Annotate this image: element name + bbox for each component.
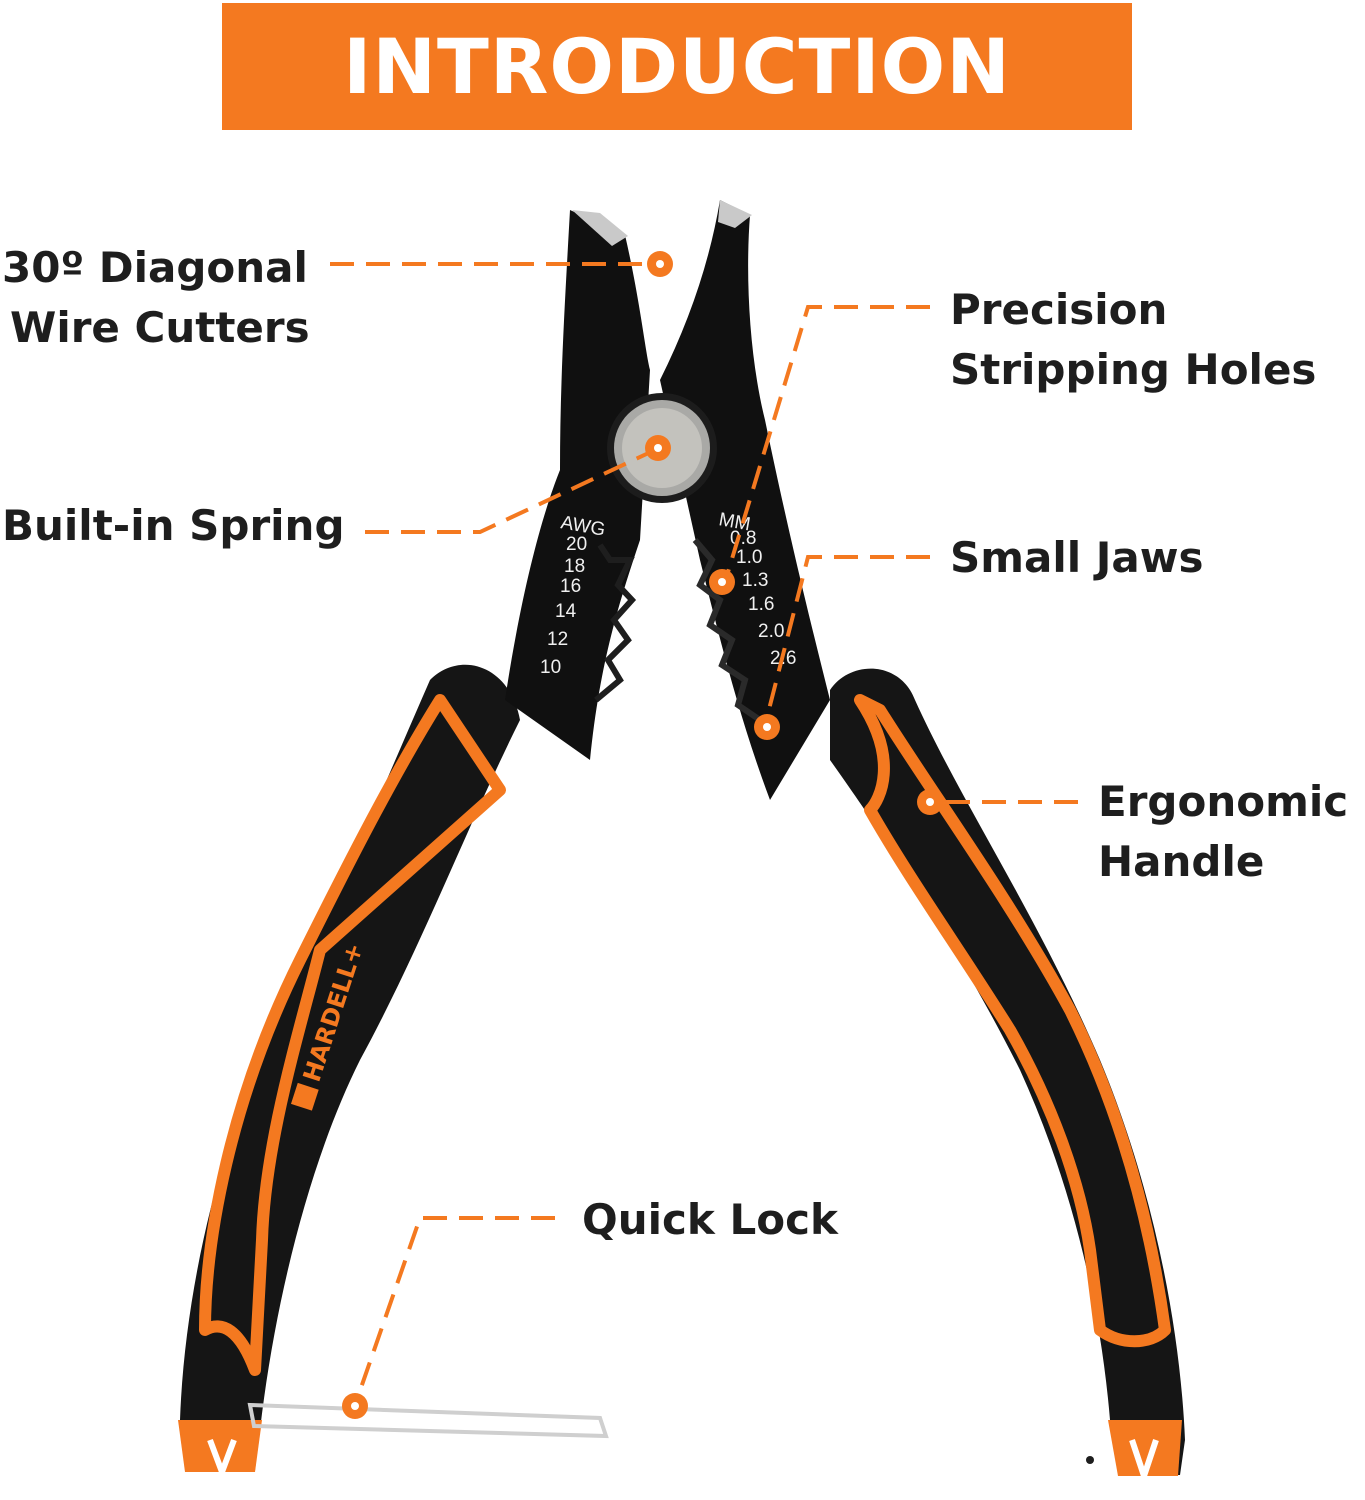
mm-scale: MM 0.8 1.0 1.3 1.6 2.0 2.6	[717, 509, 796, 669]
label-diagonal-cutters: 30º Diagonal Wire Cutters	[2, 238, 310, 358]
mm-size: 1.0	[736, 547, 762, 568]
mm-size: 1.3	[742, 570, 768, 591]
callout-dots	[342, 251, 943, 1419]
label-line: Precision	[950, 285, 1168, 334]
label-line: Handle	[1098, 837, 1265, 886]
awg-size: 10	[540, 657, 561, 678]
leader-quick-lock	[353, 1216, 555, 1406]
right-handle	[830, 668, 1185, 1486]
awg-scale: AWG 20 18 16 14 12 10	[540, 512, 607, 678]
leader-small-jaws	[763, 555, 930, 726]
leader-stripping-holes	[723, 305, 930, 583]
awg-size: 18	[564, 556, 585, 577]
left-handle	[178, 664, 520, 1481]
leader-built-in-spring	[365, 448, 656, 534]
label-line: 30º Diagonal	[2, 243, 308, 292]
awg-size: 16	[560, 576, 581, 597]
title-banner: INTRODUCTION	[222, 3, 1132, 130]
label-quick-lock: Quick Lock	[582, 1190, 838, 1250]
page-title: INTRODUCTION	[343, 21, 1011, 111]
label-line: Quick Lock	[582, 1195, 838, 1244]
label-ergonomic-handle: Ergonomic Handle	[1098, 772, 1348, 892]
label-line: Small Jaws	[950, 533, 1204, 582]
mm-size: 1.6	[748, 594, 774, 615]
label-small-jaws: Small Jaws	[950, 528, 1204, 588]
awg-size: 20	[566, 534, 587, 555]
quick-lock-wire	[247, 1402, 609, 1439]
label-built-in-spring: Built-in Spring	[2, 496, 345, 556]
metal-jaws	[505, 200, 830, 800]
label-stripping-holes: Precision Stripping Holes	[950, 280, 1316, 400]
label-line: Wire Cutters	[10, 303, 310, 352]
callout-leaders	[330, 262, 1078, 1406]
brand-logo-icon	[290, 1082, 319, 1111]
mm-size: 2.0	[758, 621, 784, 642]
label-line: Built-in Spring	[2, 501, 345, 550]
label-line: Ergonomic	[1098, 777, 1349, 826]
awg-size: 12	[547, 629, 568, 650]
label-line: Stripping Holes	[950, 345, 1317, 394]
awg-size: 14	[555, 601, 577, 622]
